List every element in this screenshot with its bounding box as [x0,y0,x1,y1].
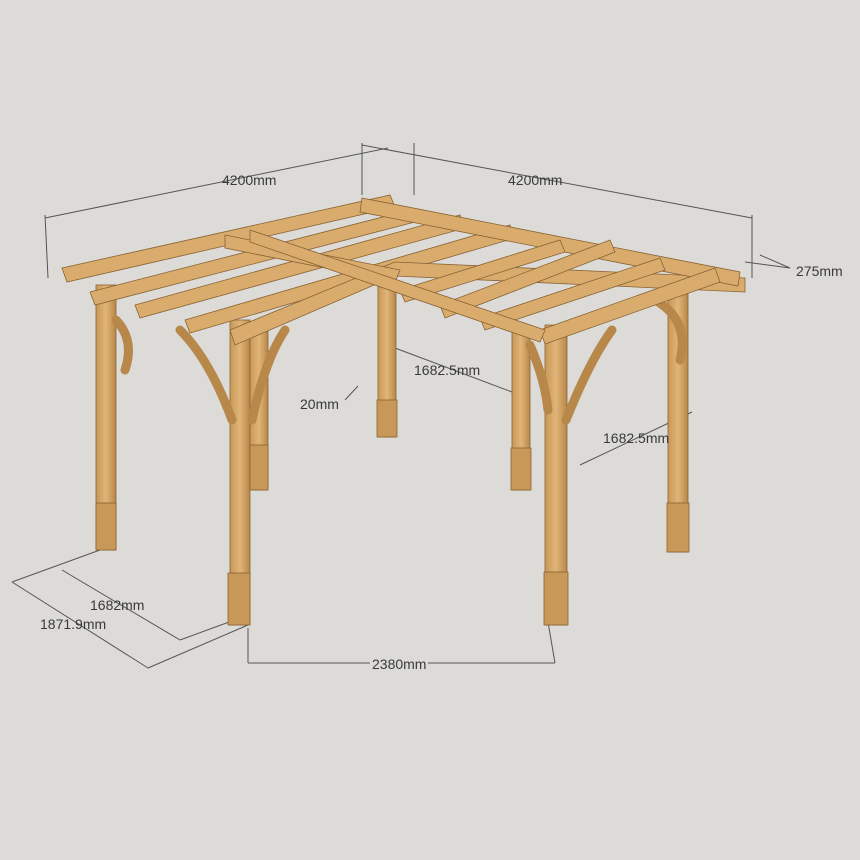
roof-beams [61,194,746,346]
dim-right-post-height: 1682.5mm [603,430,670,446]
post-bases [95,399,690,626]
dim-left-depth-inner: 1682mm [90,597,145,613]
dimension-lines [11,143,791,669]
dim-inner-post-height: 1682.5mm [414,362,481,378]
dim-front-span: 2380mm [370,656,429,672]
braces [111,295,687,425]
dim-top-right-width: 4200mm [508,172,563,188]
dim-left-depth-outer: 1871.9mm [40,616,107,632]
dim-base-trim: 20mm [300,396,339,412]
dim-top-left-width: 4200mm [222,172,277,188]
dim-beam-overhang: 275mm [796,263,843,279]
